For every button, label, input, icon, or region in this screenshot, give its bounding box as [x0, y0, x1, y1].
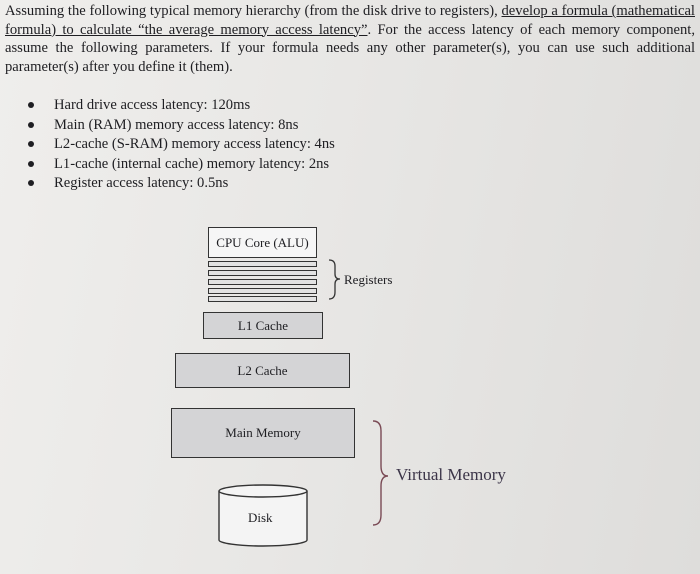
- latency-list: Hard drive access latency: 120ms Main (R…: [0, 96, 700, 194]
- l1-cache-box: L1 Cache: [203, 312, 323, 339]
- disk-cylinder: [218, 484, 308, 547]
- bullet-dot: [28, 121, 34, 128]
- register-bar: [208, 270, 317, 276]
- paragraph-rest: . For the access latency of each memory …: [5, 21, 696, 75]
- disk-label: Disk: [248, 510, 273, 525]
- paragraph-underlined: develop a formula (mathematical formula)…: [5, 3, 695, 38]
- list-item: Hard drive access latency: 120ms: [0, 96, 700, 116]
- register-bar: [208, 288, 317, 294]
- register-bar: [208, 296, 317, 302]
- virtual-memory-label: Virtual Memory: [396, 465, 506, 484]
- register-bar: [208, 261, 317, 267]
- cpu-core-box: CPU Core (ALU): [208, 227, 317, 258]
- bullet-dot: [28, 141, 34, 148]
- list-item: L2-cache (S-RAM) memory access latency: …: [0, 135, 700, 155]
- l2-cache-box: L2 Cache: [175, 353, 350, 388]
- paragraph-intro: Assuming the following typical memory hi…: [5, 3, 502, 19]
- list-item: Register access latency: 0.5ns: [0, 174, 700, 194]
- question-paragraph: Assuming the following typical memory hi…: [5, 2, 695, 76]
- virtual-memory-brace: [372, 420, 389, 526]
- bullet-dot: [28, 102, 34, 108]
- bullet-dot: [28, 180, 34, 187]
- registers-label: Registers: [344, 272, 393, 287]
- bullet-dot: [28, 160, 34, 167]
- registers-brace: [328, 259, 341, 300]
- register-bar: [208, 279, 317, 285]
- main-memory-box: Main Memory: [171, 408, 355, 458]
- list-item: Main (RAM) memory access latency: 8ns: [0, 116, 700, 136]
- list-item: L1-cache (internal cache) memory latency…: [0, 155, 700, 175]
